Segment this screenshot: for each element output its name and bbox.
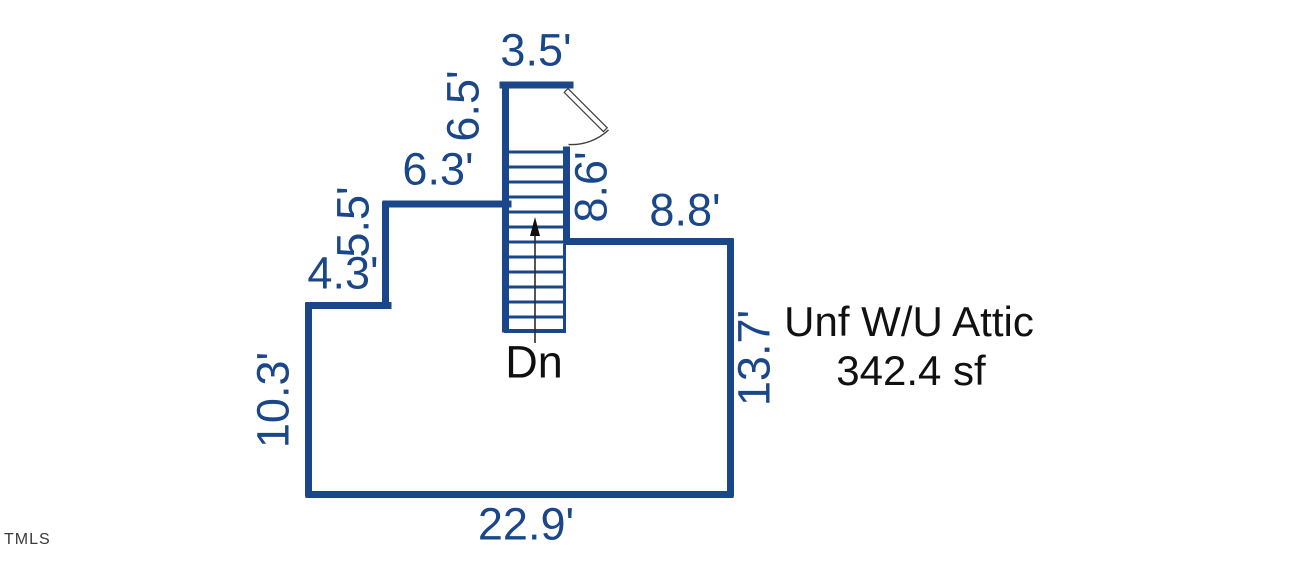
door-leaf: [563, 87, 609, 133]
dimension-label-bottom: 22.9': [477, 498, 575, 550]
walls: [305, 81, 734, 498]
door: [563, 87, 609, 146]
door-swing-arc: [568, 129, 609, 146]
dimension-label-landing-left: 6.3': [402, 143, 474, 195]
room-name-label: Unf W/U Attic: [784, 298, 1034, 345]
mls-watermark: TMLS: [4, 531, 51, 548]
dimension-label-step-left-horizontal: 4.3': [307, 247, 379, 299]
room-area-label: 342.4 sf: [836, 347, 986, 394]
dimension-label-stair-left: 6.5': [437, 70, 489, 142]
dimension-label-right: 13.7': [728, 309, 780, 407]
stair-direction-label: Dn: [505, 336, 563, 388]
dimension-label-top-right: 8.8': [649, 184, 721, 236]
dimension-label-top: 3.5': [500, 24, 572, 76]
arrow-head: [530, 217, 540, 236]
dimension-label-left: 10.3': [247, 351, 299, 449]
dimension-label-stair-right: 8.6': [565, 151, 617, 223]
stair-direction-arrow: [530, 217, 540, 343]
